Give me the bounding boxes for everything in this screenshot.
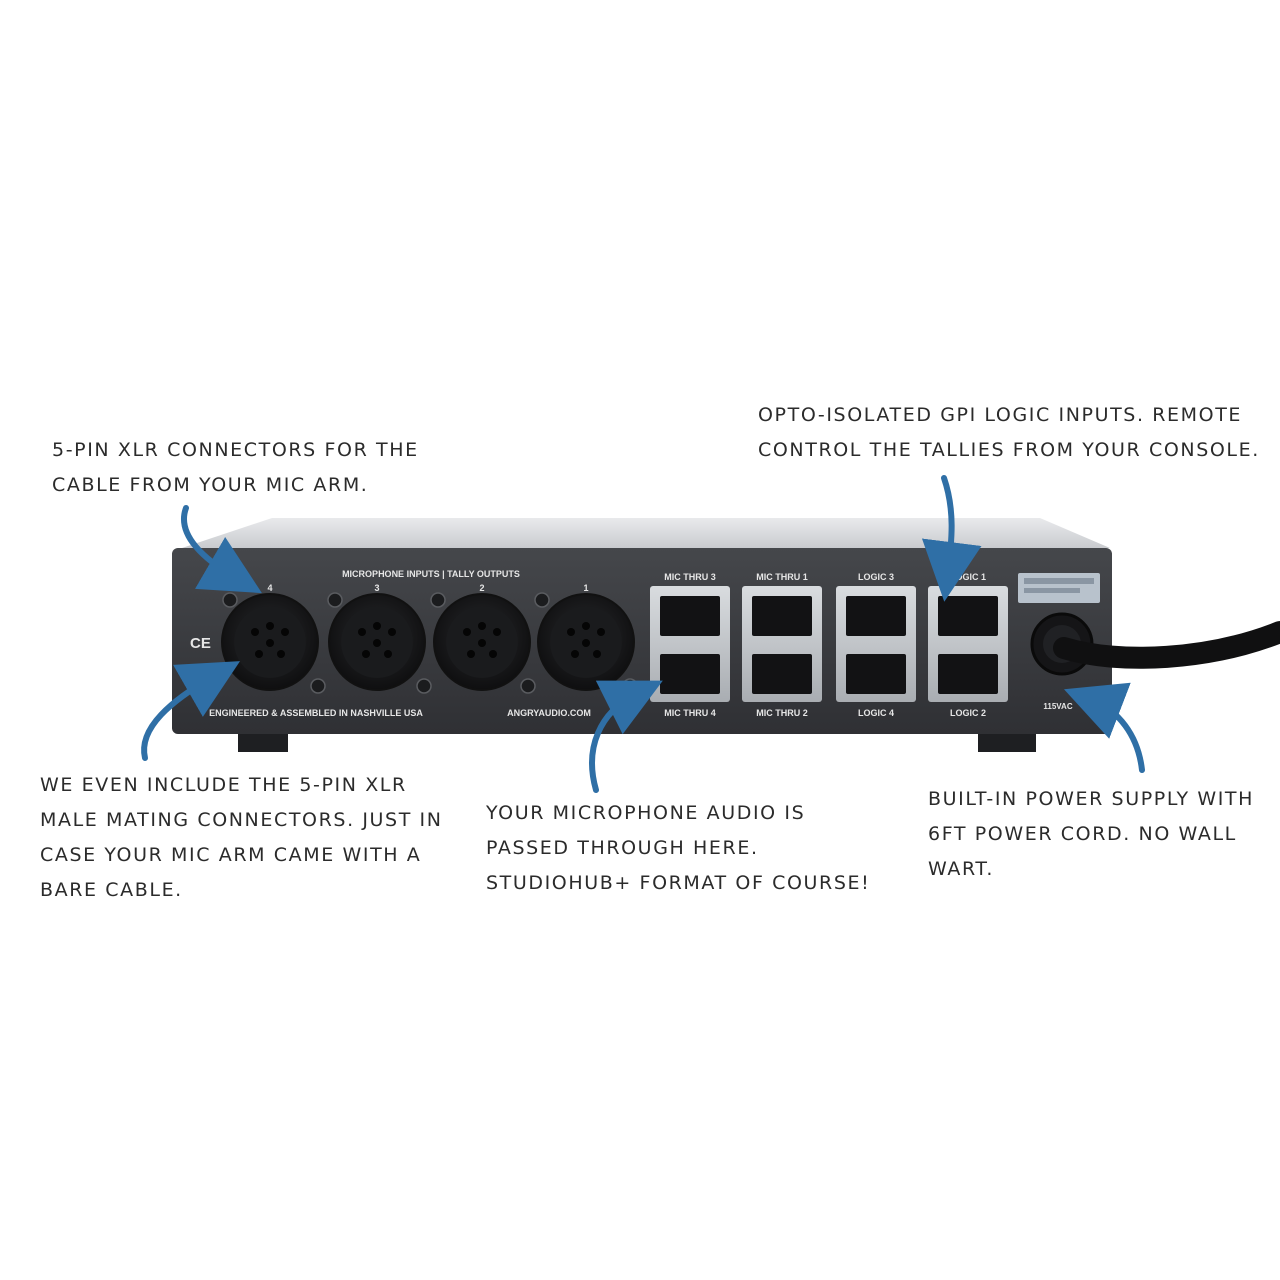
footer-right: ANGRYAUDIO.COM xyxy=(507,708,591,718)
serial-number-sticker xyxy=(1018,573,1100,603)
rj45-port[interactable] xyxy=(752,596,812,636)
rj45-label-mic-thru-4: MIC THRU 4 xyxy=(664,708,716,718)
annotation-gpi-logic: OPTO-ISOLATED GPI LOGIC INPUTS. REMOTE C… xyxy=(758,398,1260,468)
annotation-line: MALE MATING CONNECTORS. JUST IN xyxy=(40,809,443,831)
rj45-label-mic-thru-1: MIC THRU 1 xyxy=(756,572,808,582)
annotation-line: WE EVEN INCLUDE THE 5-PIN XLR xyxy=(40,774,407,796)
rj45-port[interactable] xyxy=(846,596,906,636)
rj45-label-logic-4: LOGIC 4 xyxy=(858,708,894,718)
rj45-block-logic-3-4 xyxy=(836,586,916,702)
rj45-label-logic-3: LOGIC 3 xyxy=(858,572,894,582)
rj45-block-mic-thru-1-2 xyxy=(742,586,822,702)
arrow-to-xlr xyxy=(181,505,262,594)
arrow-to-mating-connectors xyxy=(141,661,241,761)
power-label: 115VAC xyxy=(1043,702,1072,711)
annotation-line: CONTROL THE TALLIES FROM YOUR CONSOLE. xyxy=(758,439,1260,461)
arrow-to-gpi-logic xyxy=(921,475,982,602)
rj45-block-logic-1-2 xyxy=(928,586,1008,702)
rj45-label-mic-thru-3: MIC THRU 3 xyxy=(664,572,716,582)
annotation-xlr-connectors: 5-PIN XLR CONNECTORS FOR THE CABLE FROM … xyxy=(52,433,419,503)
rj45-port[interactable] xyxy=(660,596,720,636)
annotation-line: BUILT-IN POWER SUPPLY WITH xyxy=(928,788,1255,810)
rj45-port[interactable] xyxy=(846,654,906,694)
rj45-port[interactable] xyxy=(938,596,998,636)
xlr-connector-3[interactable] xyxy=(328,593,426,691)
annotation-line: 6FT POWER CORD. NO WALL xyxy=(928,823,1237,845)
power-cord xyxy=(1053,621,1280,669)
rj45-label-mic-thru-2: MIC THRU 2 xyxy=(756,708,808,718)
rj45-label-logic-1: LOGIC 1 xyxy=(950,572,986,582)
xlr-connector-4[interactable] xyxy=(221,593,319,691)
annotation-line: CABLE FROM YOUR MIC ARM. xyxy=(52,474,369,496)
annotation-line: WART. xyxy=(928,858,994,880)
foot-right xyxy=(978,734,1036,752)
annotation-line: CASE YOUR MIC ARM CAME WITH A xyxy=(40,844,422,866)
xlr-number-1: 1 xyxy=(583,583,588,593)
xlr-connector-2[interactable] xyxy=(433,593,531,691)
panel-header: MICROPHONE INPUTS | TALLY OUTPUTS xyxy=(342,569,520,579)
annotation-line: BARE CABLE. xyxy=(40,879,183,901)
arrow-to-mic-thru xyxy=(589,680,663,793)
rj45-block-mic-thru-3-4 xyxy=(650,586,730,702)
chassis-top xyxy=(182,518,1110,548)
rj45-label-logic-2: LOGIC 2 xyxy=(950,708,986,718)
rj45-port[interactable] xyxy=(938,654,998,694)
xlr-number-3: 3 xyxy=(374,583,379,593)
xlr-number-2: 2 xyxy=(479,583,484,593)
annotation-power-supply: BUILT-IN POWER SUPPLY WITH 6FT POWER COR… xyxy=(928,782,1254,887)
arrow-to-power xyxy=(1064,682,1145,773)
annotation-line: YOUR MICROPHONE AUDIO IS xyxy=(486,802,806,824)
annotation-line: OPTO-ISOLATED GPI LOGIC INPUTS. REMOTE xyxy=(758,404,1243,426)
foot-left xyxy=(238,734,288,752)
annotation-mating-connectors: WE EVEN INCLUDE THE 5-PIN XLR MALE MATIN… xyxy=(40,768,443,908)
rj45-port[interactable] xyxy=(660,654,720,694)
annotation-line: STUDIOHUB+ FORMAT OF COURSE! xyxy=(486,872,871,894)
xlr-number-4: 4 xyxy=(267,583,272,593)
ce-mark: CE xyxy=(190,635,211,652)
annotation-mic-passthrough: YOUR MICROPHONE AUDIO IS PASSED THROUGH … xyxy=(486,796,870,901)
footer-left: ENGINEERED & ASSEMBLED IN NASHVILLE USA xyxy=(209,708,423,718)
annotation-line: 5-PIN XLR CONNECTORS FOR THE xyxy=(52,439,419,461)
rj45-port[interactable] xyxy=(752,654,812,694)
annotation-line: PASSED THROUGH HERE. xyxy=(486,837,759,859)
xlr-connector-1[interactable] xyxy=(537,593,635,691)
